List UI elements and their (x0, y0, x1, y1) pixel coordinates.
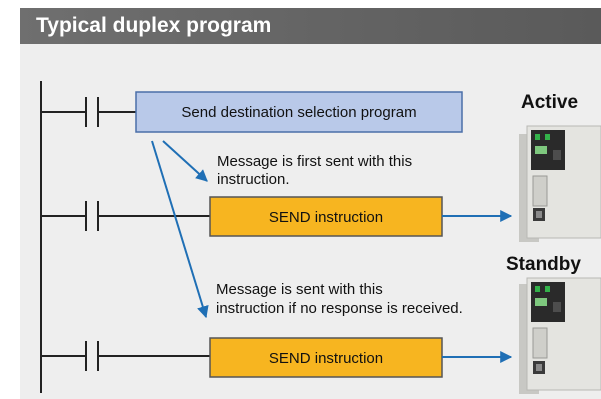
standby-unit-image (519, 277, 601, 394)
send-instruction-label-1: SEND instruction (269, 209, 383, 226)
destination-selection-label: Send destination selection program (181, 104, 416, 121)
section-header: Typical duplex program (20, 8, 601, 44)
arrow-to-second-note (151, 140, 209, 319)
rung-1 (41, 97, 136, 127)
second-send-note-line2: instruction if no response is received. (216, 300, 463, 317)
first-send-note-line2: instruction. (217, 171, 290, 188)
second-send-note-line1: Message is sent with this (216, 281, 383, 298)
send-instruction-label-2: SEND instruction (269, 350, 383, 367)
send-instruction-box-1: SEND instruction (209, 196, 443, 237)
standby-label: Standby (506, 254, 581, 275)
arrow-to-first-note (162, 140, 208, 182)
rung-2 (41, 201, 210, 231)
destination-selection-box: Send destination selection program (135, 91, 463, 133)
section-title: Typical duplex program (36, 14, 272, 37)
send-instruction-box-2: SEND instruction (209, 337, 443, 378)
rung-3 (41, 341, 210, 371)
active-label: Active (521, 92, 578, 113)
first-send-note-line1: Message is first sent with this (217, 153, 412, 170)
active-unit-image (519, 125, 601, 242)
